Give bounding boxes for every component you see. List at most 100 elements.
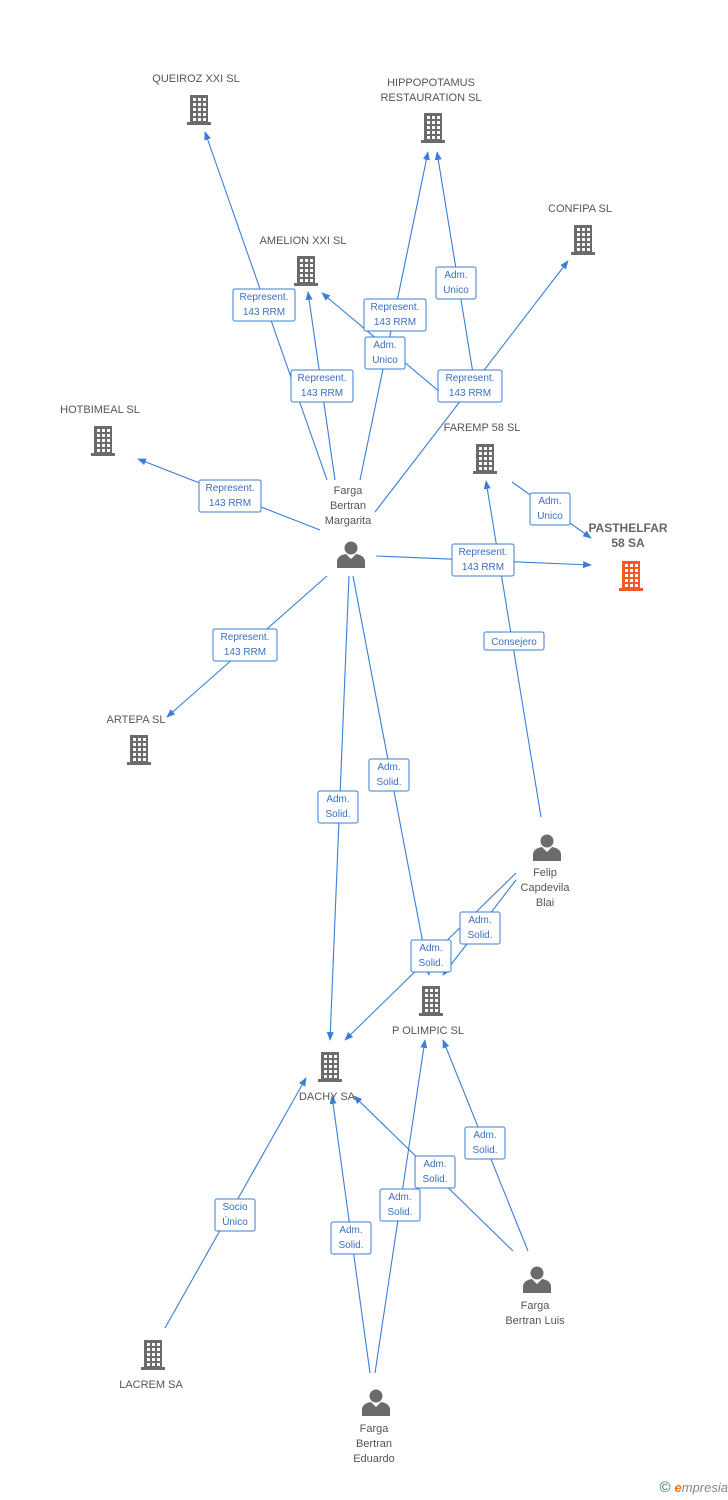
edge-label-text: 143 RRM [374,317,416,328]
edge-label-text: Adm. [388,1192,411,1203]
edge-label-eduardo-to-polimpic[interactable]: Adm. Solid. [379,1188,421,1222]
edge-label-text: Unico [443,285,469,296]
edge-label-margarita-to-confipa[interactable]: Represent.143 RRM [437,369,503,403]
edge-label-text: 143 RRM [224,647,266,658]
building-icon [318,1052,342,1082]
edge-label-text: Adm. [339,1225,362,1236]
nodes-layer: QUEIROZ XXI SL HIPPOPOTAMUS RESTAURATION S… [60,73,668,1465]
edge-label-margarita-to-dachy[interactable]: Adm.Solid. [317,790,359,824]
edge-label-faremp-to-pasthelfar[interactable]: Adm. Unico [529,492,571,526]
building-icon [127,735,151,765]
edge-label-box [464,1126,506,1160]
building-icon [294,256,318,286]
edge-label-luis-to-polimpic[interactable]: Adm.Solid. [464,1126,506,1160]
node-label: DACHY SA [299,1091,356,1103]
edge-label-box [198,479,262,513]
node-amelion[interactable]: AMELION XXI SL [260,235,347,286]
edge-label-margarita-to-amelion[interactable]: Represent.143 RRM [290,369,354,403]
edge-label-margarita-to-hippo[interactable]: Represent. 143 RRM [363,298,427,332]
person-icon [533,834,561,861]
node-label: Farga [334,485,364,497]
edge-label-text: Solid. [387,1207,412,1218]
building-icon [619,561,643,591]
node-confipa[interactable]: CONFIPA SL [548,203,612,255]
edge-label-felip-to-dachy[interactable]: Adm.Solid. [459,911,501,945]
edge-label-box [459,911,501,945]
edge-label-text: Consejero [491,637,537,648]
building-icon [473,444,497,474]
edge-label-text: Unico [372,355,398,366]
edge-label-text: Adm. [423,1159,446,1170]
node-label: RESTAURATION SL [380,92,481,104]
building-icon [187,95,211,125]
edge-label-felip-to-faremp[interactable]: Consejero [483,631,545,651]
edge-label-text: Represent. [221,632,270,643]
edge-label-felip-to-polimpic[interactable]: Adm.Solid. [410,939,452,973]
edge-label-margarita-to-queiroz[interactable]: Represent. 143 RRM [232,288,296,322]
node-artepa[interactable]: ARTEPA SL [107,714,166,765]
node-label: Bertran Luis [505,1315,565,1327]
edge-label-box [451,543,515,577]
edge-label-margarita-to-pasthelfar[interactable]: Represent.143 RRM [451,543,515,577]
edge-label-text: Adm. [377,762,400,773]
edge-label-margarita-to-polimpic[interactable]: Adm.Solid. [368,758,410,792]
node-label: HIPPOPOTAMUS [387,77,475,89]
node-label: Eduardo [353,1453,395,1465]
edge-label-text: Solid. [338,1240,363,1251]
node-polimpic[interactable]: P OLIMPIC SL [392,986,464,1037]
person-icon [337,541,365,568]
edge-label-faremp-to-hippo[interactable]: Adm.Unico [435,266,477,300]
edge-label-text: Represent. [446,373,495,384]
node-dachy[interactable]: DACHY SA [299,1052,356,1103]
edge-label-margarita-to-artepa[interactable]: Represent. 143 RRM [212,628,278,662]
node-lacrem[interactable]: LACREM SA [119,1340,183,1391]
node-hotbimeal[interactable]: HOTBIMEAL SL [60,404,140,456]
person-icon [523,1266,551,1293]
brand-logo-initial: e [674,1479,682,1495]
node-label: Bertran [356,1438,392,1450]
edge-label-eduardo-to-dachy[interactable]: Adm. Solid. [330,1221,372,1255]
edge-label-text: Adm. [468,915,491,926]
brand-logo-text[interactable]: mpresia [681,1479,728,1495]
building-icon [419,986,443,1016]
edge-label-margarita-to-hotbimeal[interactable]: Represent.143 RRM [198,479,262,513]
node-label: CONFIPA SL [548,203,612,215]
footer-brand[interactable]: © e mpresia [659,1476,728,1498]
edge-label-box [368,758,410,792]
node-faremp[interactable]: FAREMP 58 SL [444,422,521,474]
node-label: P OLIMPIC SL [392,1025,464,1037]
building-icon [141,1340,165,1370]
node-label: HOTBIMEAL SL [60,404,140,416]
edge-labels-layer: Represent. 143 RRM Represent. 143 RRM Repres… [198,266,571,1255]
node-label: PASTHELFAR [588,521,667,535]
node-label: Margarita [325,515,372,527]
node-queiroz[interactable]: QUEIROZ XXI SL [152,73,240,125]
edge-label-text: Unico [537,511,563,522]
edge-label-box [414,1155,456,1189]
edge-label-luis-to-dachy[interactable]: Adm.Solid. [414,1155,456,1189]
edge-label-text: Único [222,1215,248,1228]
building-icon [571,225,595,255]
edge-label-text: Solid. [325,809,350,820]
building-icon [91,426,115,456]
edge-label-text: Solid. [472,1145,497,1156]
edge-label-text: 143 RRM [301,388,343,399]
edge-label-box [435,266,477,300]
edge-label-text: Socio [222,1202,247,1213]
node-hippo[interactable]: HIPPOPOTAMUS RESTAURATION SL [380,77,482,143]
node-label: Farga [360,1423,390,1435]
edge-label-faremp-to-amelion[interactable]: Adm.Unico [364,336,406,370]
edge-label-text: Adm. [538,496,561,507]
node-label: Farga [521,1300,551,1312]
edge-label-text: Represent. [240,292,289,303]
edge-label-text: Represent. [371,302,420,313]
node-label: Bertran [330,500,366,512]
edge-label-text: 143 RRM [243,307,285,318]
